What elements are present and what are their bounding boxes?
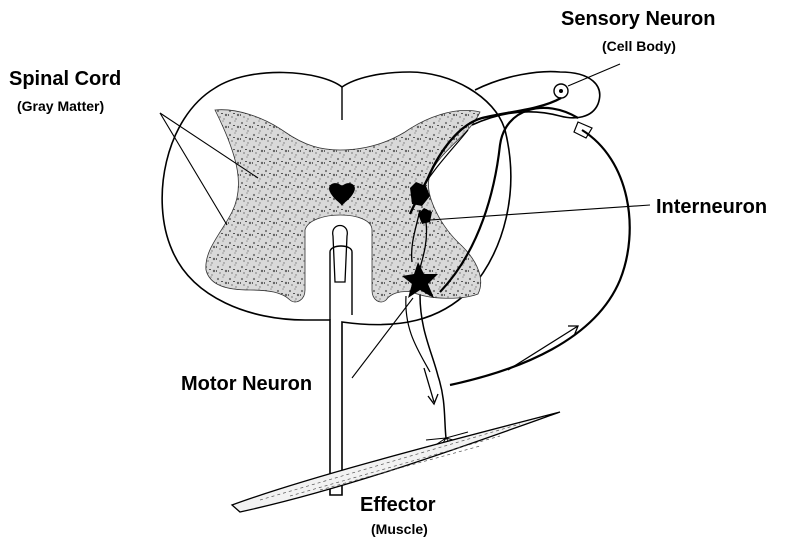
leader-spinal-cord-1 [160,113,227,225]
effector-label: Effector [360,494,436,517]
leader-motor-neuron [352,298,413,378]
interneuron-label: Interneuron [656,196,767,219]
sensory-neuron-label: Sensory Neuron [561,8,715,31]
spinal-cord-label: Spinal Cord [9,68,121,91]
motor-axon-root [406,296,430,372]
sensory-loop-outer [450,130,630,385]
sensory-nucleus [559,89,563,93]
sensory-direction-arrow [508,326,578,370]
muscle-label: (Muscle) [371,521,428,537]
central-canal [333,226,348,283]
motor-axon [420,295,446,438]
leader-interneuron [430,205,650,220]
cell-body-label: (Cell Body) [602,38,676,54]
gray-matter-label: (Gray Matter) [17,98,104,114]
motor-neuron-label: Motor Neuron [181,373,312,396]
